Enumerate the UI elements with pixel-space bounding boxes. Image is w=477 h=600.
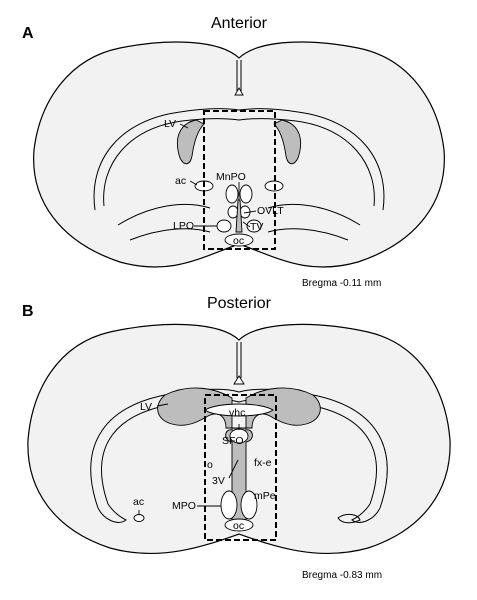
medial-preoptic-left-b	[220, 490, 238, 520]
label-oc-b: oc	[233, 520, 244, 532]
label-lv-a: LV	[164, 118, 176, 130]
panel-b: B Posterior LV vhc SFO o	[22, 295, 451, 581]
label-oc-a: oc	[233, 235, 244, 247]
optic-chiasm-b	[224, 518, 254, 532]
tract-left-a	[117, 203, 211, 226]
lateral-ventricle-left-a	[176, 119, 205, 165]
bregma-label-b: Bregma -0.83 mm	[302, 570, 382, 581]
hook-right-b	[351, 503, 381, 523]
label-sfo-b: SFO	[222, 435, 244, 447]
label-ac-a: ac	[175, 175, 186, 187]
label-o-b: o	[207, 459, 213, 471]
corpus-callosum-b	[90, 388, 388, 509]
lateral-ventricle-right-a	[273, 119, 302, 165]
hook-left-b	[97, 503, 127, 523]
coronal-outline-a	[33, 41, 445, 268]
ventral-hippocampal-commissure-b	[204, 403, 274, 417]
panel-a: A Anterior LV ac	[22, 15, 445, 289]
midline-notch-a	[234, 87, 244, 96]
label-ac-b: ac	[133, 496, 144, 508]
label-ovlt-a: OVLT	[257, 205, 284, 217]
roi-box-a	[203, 110, 276, 250]
label-fxe-b: fx-e	[254, 457, 272, 469]
label-mpe-b: mPe	[254, 490, 276, 502]
midline-fissure-a	[236, 60, 242, 95]
label-tv-a: TV	[250, 221, 263, 233]
label-lpo-a: LPO	[173, 220, 194, 232]
panel-a-letter: A	[22, 25, 34, 42]
bregma-label-a: Bregma -0.11 mm	[302, 278, 381, 289]
label-mpo-b: MPO	[172, 500, 196, 512]
label-vhc-b: vhc	[229, 407, 245, 419]
optic-chiasm-a	[224, 233, 254, 247]
label-mnpo-a: MnPO	[216, 171, 246, 183]
panel-b-letter: B	[22, 303, 34, 320]
panel-a-title: Anterior	[211, 15, 268, 32]
midline-fissure-b	[236, 342, 242, 378]
corpus-callosum-a	[93, 108, 385, 211]
label-3v-b: 3V	[212, 475, 225, 487]
midline-notch-b	[233, 375, 245, 385]
anterior-commissure-b	[133, 514, 145, 522]
label-lv-b: LV	[140, 401, 152, 413]
medial-preoptic-right-b	[240, 490, 258, 520]
panel-b-title: Posterior	[207, 295, 272, 312]
